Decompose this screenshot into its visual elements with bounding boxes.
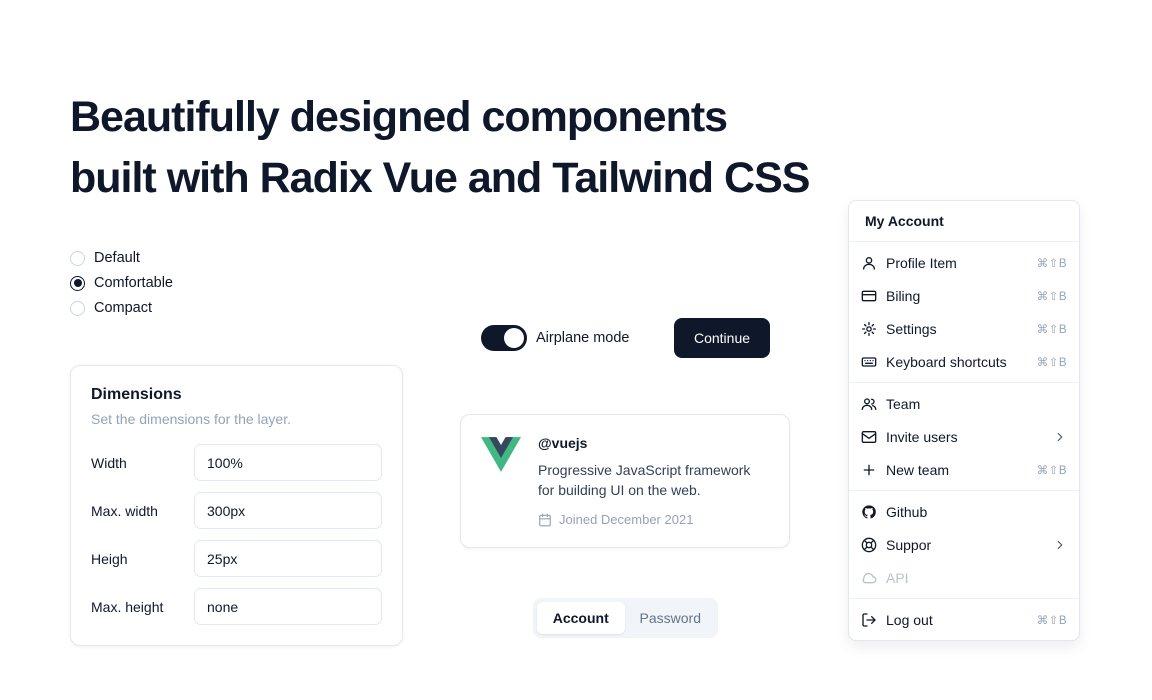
menu-separator (849, 490, 1079, 491)
menu-item-keyboard-shortcuts[interactable]: Keyboard shortcuts ⌘⇧B (853, 345, 1075, 378)
menu-item-label: Suppor (886, 536, 932, 553)
height-label: Heigh (91, 550, 128, 567)
menu-item-label: API (886, 569, 909, 586)
radio-label: Default (94, 250, 140, 266)
tab-password[interactable]: Password (639, 610, 701, 626)
menu-item-shortcut: ⌘⇧B (1036, 356, 1067, 369)
airplane-mode-label: Airplane mode (536, 330, 630, 346)
menu-item-shortcut: ⌘⇧B (1036, 257, 1067, 270)
credit-card-icon (861, 288, 877, 304)
page-title: Beautifully designed components built wi… (70, 87, 810, 209)
menu-item-profile[interactable]: Profile Item ⌘⇧B (853, 246, 1075, 279)
radio-circle-checked-icon[interactable] (70, 275, 85, 291)
vue-card-body: @vuejs Progressive JavaScript framework … (538, 435, 769, 527)
menu-item-label: Log out (886, 611, 933, 628)
calendar-icon (538, 513, 552, 527)
user-icon (861, 255, 877, 271)
radio-compact[interactable]: Compact (70, 300, 173, 316)
vue-joined-row: Joined December 2021 (538, 512, 769, 527)
vue-joined-text: Joined December 2021 (559, 512, 694, 527)
menu-separator (849, 241, 1079, 242)
max-width-label: Max. width (91, 502, 158, 519)
menu-item-shortcut: ⌘⇧B (1036, 614, 1067, 627)
menu-item-logout[interactable]: Log out ⌘⇧B (853, 603, 1075, 636)
radio-default[interactable]: Default (70, 250, 173, 266)
menu-item-label: Biling (886, 287, 921, 304)
max-height-label: Max. height (91, 598, 164, 615)
menu-item-label: Github (886, 503, 928, 520)
radio-circle-icon[interactable] (70, 300, 85, 316)
menu-title: My Account (865, 213, 944, 229)
density-radio-group: Default Comfortable Compact (70, 250, 173, 316)
mail-icon (861, 429, 877, 445)
menu-item-support[interactable]: Suppor (853, 528, 1075, 561)
vue-logo-icon (480, 437, 521, 472)
dimensions-card: Dimensions Set the dimensions for the la… (70, 365, 403, 646)
menu-item-label: Profile Item (886, 254, 957, 271)
width-input[interactable] (194, 444, 382, 481)
plus-icon (861, 462, 877, 478)
dimension-row-height: Heigh (91, 540, 382, 577)
github-icon (861, 504, 877, 520)
max-width-input[interactable] (194, 492, 382, 529)
max-height-input[interactable] (194, 588, 382, 625)
vue-description: Progressive JavaScript framework for bui… (538, 462, 751, 498)
menu-item-team[interactable]: Team (853, 387, 1075, 420)
dimension-row-max-height: Max. height (91, 588, 382, 625)
menu-group-account: Profile Item ⌘⇧B Biling ⌘⇧B Settings ⌘⇧B (849, 242, 1079, 382)
account-tabs: Account Password (533, 598, 718, 638)
menu-item-billing[interactable]: Biling ⌘⇧B (853, 279, 1075, 312)
menu-item-shortcut: ⌘⇧B (1036, 290, 1067, 303)
menu-separator (849, 382, 1079, 383)
menu-item-shortcut: ⌘⇧B (1036, 323, 1067, 336)
radio-label: Compact (94, 300, 153, 316)
menu-item-label: New team (886, 461, 950, 478)
keyboard-icon (861, 354, 877, 370)
menu-group-external: Github Suppor API (849, 491, 1079, 598)
menu-item-api: API (853, 561, 1075, 594)
dimension-row-width: Width (91, 444, 382, 481)
menu-item-shortcut: ⌘⇧B (1036, 464, 1067, 477)
dimensions-title: Dimensions (91, 386, 182, 403)
page-title-line1: Beautifully designed components (70, 92, 728, 141)
menu-item-github[interactable]: Github (853, 495, 1075, 528)
height-input[interactable] (194, 540, 382, 577)
continue-button[interactable]: Continue (674, 318, 770, 358)
cloud-icon (861, 570, 877, 586)
gear-icon (861, 321, 877, 337)
menu-item-invite-users[interactable]: Invite users (853, 420, 1075, 453)
menu-group-team: Team Invite users New team ⌘⇧B (849, 383, 1079, 490)
vuejs-card: @vuejs Progressive JavaScript framework … (460, 414, 790, 548)
users-icon (861, 396, 877, 412)
menu-item-label: Team (886, 395, 921, 412)
tab-account[interactable]: Account (537, 602, 625, 634)
menu-item-label: Settings (886, 320, 937, 337)
width-label: Width (91, 454, 127, 471)
page-title-line2: built with Radix Vue and Tailwind CSS (70, 153, 810, 202)
chevron-right-icon (1053, 430, 1067, 444)
account-dropdown-menu: My Account Profile Item ⌘⇧B Biling ⌘⇧B (848, 200, 1080, 641)
chevron-right-icon (1053, 538, 1067, 552)
menu-separator (849, 598, 1079, 599)
radio-comfortable[interactable]: Comfortable (70, 275, 173, 291)
menu-item-label: Keyboard shortcuts (886, 353, 1007, 370)
menu-group-logout: Log out ⌘⇧B (849, 599, 1079, 640)
dimensions-subtitle: Set the dimensions for the layer. (91, 411, 291, 427)
toggle-knob (504, 328, 524, 348)
radio-label: Comfortable (94, 275, 173, 291)
menu-item-new-team[interactable]: New team ⌘⇧B (853, 453, 1075, 486)
airplane-mode-toggle[interactable] (481, 325, 527, 351)
dimension-row-max-width: Max. width (91, 492, 382, 529)
radio-circle-icon[interactable] (70, 250, 85, 266)
vue-handle: @vuejs (538, 435, 588, 451)
menu-item-label: Invite users (886, 428, 958, 445)
menu-item-settings[interactable]: Settings ⌘⇧B (853, 312, 1075, 345)
lifebuoy-icon (861, 537, 877, 553)
logout-icon (861, 612, 877, 628)
